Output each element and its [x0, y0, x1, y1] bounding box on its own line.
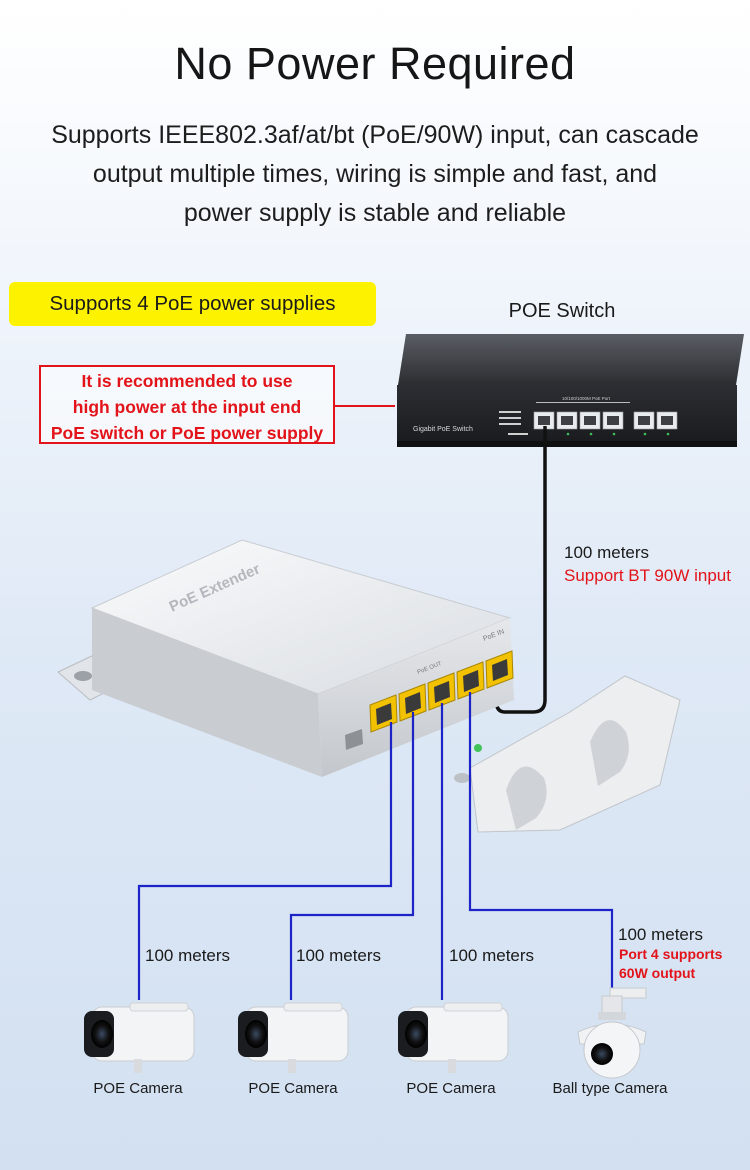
- poe-switch-device: Gigabit PoE Switch 10/100/1000M PoE Port: [397, 334, 744, 447]
- cable-camera-4: [468, 692, 614, 995]
- subtitle-line: output multiple times, wiring is simple …: [92, 160, 658, 188]
- note-line: PoE switch or PoE power supply: [50, 423, 324, 443]
- link-distance-label: 100 meters: [145, 946, 231, 965]
- bullet-camera-icon: [238, 1002, 349, 1073]
- camera-label: POE Camera: [406, 1080, 496, 1097]
- note-line: It is recommended to use: [81, 371, 293, 391]
- subtitle-line: Supports IEEE802.3af/at/bt (PoE/90W) inp…: [51, 121, 699, 149]
- port4-note-line: Port 4 supports: [619, 946, 723, 962]
- cable-camera-2: [289, 712, 415, 1000]
- note-line: high power at the input end: [72, 397, 302, 417]
- bullet-camera-icon: [84, 1002, 195, 1073]
- switch-brand-text: Gigabit PoE Switch: [413, 426, 473, 433]
- dome-camera-icon: [577, 987, 647, 1079]
- page-title: No Power Required: [174, 38, 576, 89]
- subtitle-line: power supply is stable and reliable: [183, 199, 567, 227]
- poe-switch-label: POE Switch: [508, 300, 616, 322]
- uplink-distance-label: 100 meters: [564, 543, 650, 562]
- poe-supplies-badge: Supports 4 PoE power supplies: [9, 282, 376, 326]
- extender-yellow-ports: [369, 650, 514, 733]
- cable-camera-1: [137, 722, 393, 1000]
- page-subtitle: Supports IEEE802.3af/at/bt (PoE/90W) inp…: [30, 116, 720, 233]
- camera-label: POE Camera: [93, 1080, 183, 1097]
- recommendation-note: It is recommended to use high power at t…: [39, 365, 335, 444]
- uplink-note-label: Support BT 90W input: [564, 566, 731, 585]
- bullet-camera-icon: [398, 1002, 509, 1073]
- poe-extender-device: PoE Extender PoE IN PoE OUT: [57, 539, 681, 833]
- camera-label: Ball type Camera: [552, 1080, 668, 1097]
- output-cables: [137, 692, 614, 1000]
- camera-label: POE Camera: [248, 1080, 338, 1097]
- link-distance-label: 100 meters: [296, 946, 382, 965]
- switch-port-text: 10/100/1000M PoE Port: [562, 396, 611, 401]
- link-distance-label: 100 meters: [618, 925, 704, 944]
- link-distance-label: 100 meters: [449, 946, 535, 965]
- port4-note-line: 60W output: [619, 965, 696, 981]
